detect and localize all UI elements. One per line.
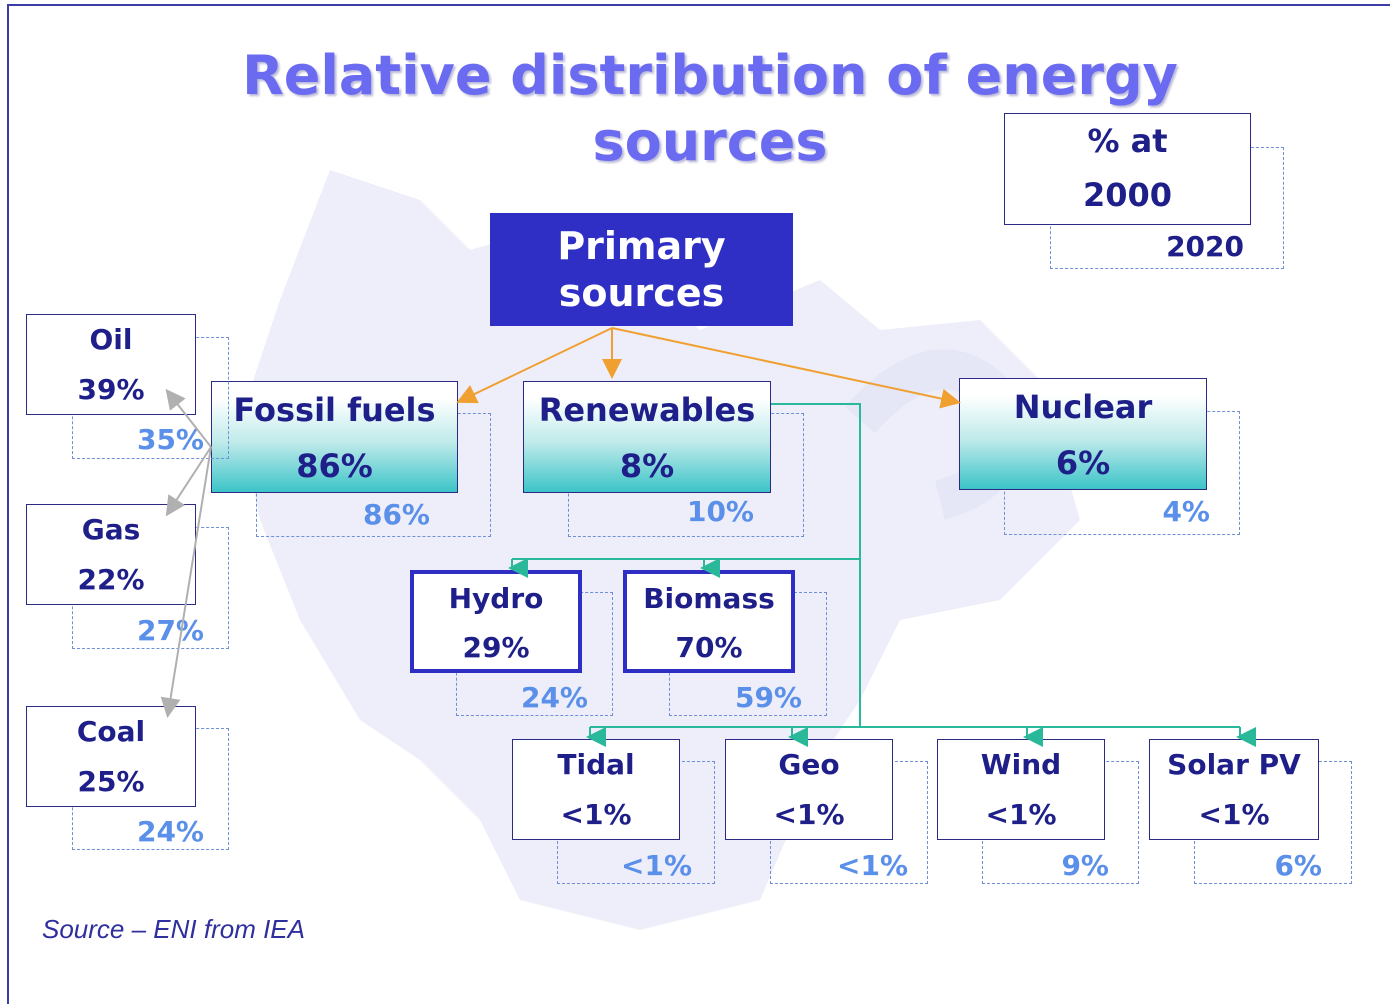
oil-2000: 39% [77, 373, 145, 406]
primary-arrows [456, 327, 961, 409]
arrow-to-oil [165, 388, 212, 448]
legend-box: % at 2000 [1004, 113, 1251, 225]
renewables-2020: 10% [686, 495, 754, 528]
wind-2020: 9% [1061, 849, 1109, 882]
oil-label: Oil [89, 323, 133, 356]
coal-box: Coal 25% [26, 706, 196, 807]
slide-frame [7, 4, 1390, 1004]
nuclear-2020: 4% [1162, 495, 1210, 528]
gas-2020: 27% [136, 614, 204, 647]
slide-title-line1: Relative distribution of energy [242, 44, 1178, 107]
biomass-2000: 70% [675, 631, 743, 664]
tidal-label: Tidal [557, 748, 635, 781]
arrow-to-fossil [456, 327, 613, 404]
gas-label: Gas [81, 513, 141, 546]
hydro-2000: 29% [462, 631, 530, 664]
coal-label: Coal [76, 715, 146, 748]
coal-2020: 24% [136, 815, 204, 848]
geo-box: Geo <1% [725, 739, 893, 840]
primary-line2: sources [558, 271, 725, 315]
arrow-to-coal [160, 446, 212, 718]
geo-label: Geo [778, 748, 840, 781]
biomass-2020: 59% [734, 681, 802, 714]
arrow-to-nuclear [611, 327, 961, 409]
source-note: Source – ENI from IEA [42, 914, 305, 944]
arrow-to-gas [165, 446, 212, 517]
renewables-box: Renewables 8% [523, 381, 771, 493]
slide-title-line2: sources [592, 110, 828, 173]
renewables-2000: 8% [619, 447, 675, 485]
renewables-trunk [771, 403, 861, 727]
biomass-box: Biomass 70% [623, 570, 795, 673]
geo-2020: <1% [837, 849, 908, 882]
hydro-box: Hydro 29% [410, 570, 582, 673]
solar-2020: 6% [1274, 849, 1322, 882]
hydro-2020: 24% [520, 681, 588, 714]
fossil-2020: 86% [362, 498, 430, 531]
geo-2000: <1% [773, 798, 845, 831]
legend-line2: 2000 [1082, 176, 1173, 214]
fossil-arrows [160, 388, 212, 718]
primary-line1: Primary [557, 224, 726, 268]
connector-lines [160, 327, 1256, 747]
fossil-2000: 86% [296, 447, 373, 485]
solar-2000: <1% [1198, 798, 1270, 831]
wind-box: Wind <1% [937, 739, 1105, 840]
nuclear-2000: 6% [1055, 444, 1111, 482]
nuclear-label: Nuclear [1013, 388, 1153, 426]
renewables-label: Renewables [538, 391, 756, 429]
fossil-label: Fossil fuels [233, 391, 436, 429]
primary-sources-box: Primary sources [490, 213, 793, 326]
solar-pv-box: Solar PV <1% [1149, 739, 1319, 840]
hydro-label: Hydro [448, 582, 544, 615]
wind-label: Wind [980, 748, 1062, 781]
solar-label: Solar PV [1167, 748, 1301, 781]
nuclear-box: Nuclear 6% [959, 378, 1207, 490]
gas-box: Gas 22% [26, 504, 196, 605]
fossil-fuels-box: Fossil fuels 86% [211, 381, 458, 493]
gas-2000: 22% [77, 563, 145, 596]
renewables-tree [508, 403, 1256, 747]
oil-2020: 35% [136, 423, 204, 456]
biomass-label: Biomass [643, 582, 775, 615]
legend-line1: % at [1087, 122, 1168, 160]
tidal-2000: <1% [560, 798, 632, 831]
tidal-box: Tidal <1% [512, 739, 680, 840]
wind-2000: <1% [985, 798, 1057, 831]
legend-2020-label: 2020 [1166, 230, 1244, 263]
tidal-2020: <1% [621, 849, 692, 882]
coal-2000: 25% [77, 765, 145, 798]
